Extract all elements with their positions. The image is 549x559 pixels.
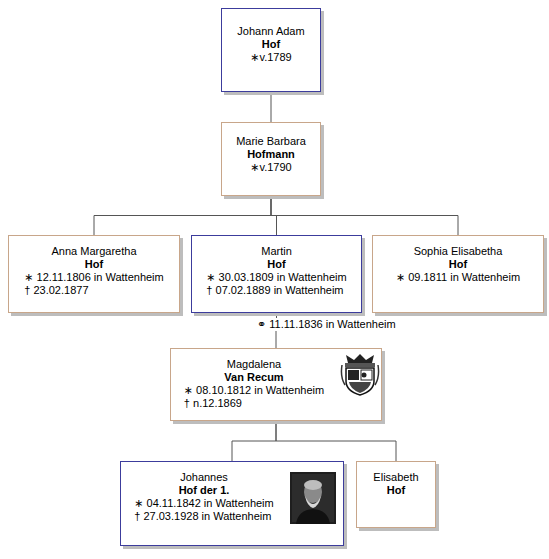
date-group: ∗ 08.10.1812 in Wattenheim† n.12.1869 (184, 384, 324, 410)
female-person-box: Anna MargarethaHof∗ 12.11.1806 in Watten… (8, 235, 180, 313)
family-connector (276, 421, 396, 461)
given-name: Johannes (121, 471, 287, 484)
surname: Hof (222, 38, 320, 51)
life-date: ∗ 09.1811 in Wattenheim (396, 271, 520, 284)
male-person-box: MartinHof∗ 30.03.1809 in Wattenheim† 07.… (191, 235, 362, 313)
life-date: ∗ 04.11.1842 in Wattenheim (134, 497, 273, 510)
family-connector (232, 421, 276, 461)
life-date: ∗v.1789 (250, 51, 291, 64)
life-date: † 27.03.1928 in Wattenheim (134, 510, 273, 523)
family-connector (271, 196, 458, 235)
portrait-photo (290, 472, 336, 524)
given-name: Anna Margaretha (9, 245, 179, 258)
surname: Hofmann (222, 148, 320, 161)
date-group: ∗ 04.11.1842 in Wattenheim† 27.03.1928 i… (134, 497, 273, 523)
life-date: ∗ 30.03.1809 in Wattenheim (206, 271, 346, 284)
surname: Hof (357, 484, 435, 497)
life-date: ∗ 08.10.1812 in Wattenheim (184, 384, 324, 397)
life-date: ∗v.1790 (250, 161, 291, 174)
date-group: ∗ 12.11.1806 in Wattenheim† 23.02.1877 (24, 271, 163, 297)
surname: Hof (192, 258, 361, 271)
family-connector (94, 196, 271, 235)
given-name: Marie Barbara (222, 135, 320, 148)
surname: Hof der 1. (121, 484, 287, 497)
life-date: ∗ 12.11.1806 in Wattenheim (24, 271, 163, 284)
female-person-box: Sophia ElisabethaHof∗ 09.1811 in Wattenh… (372, 235, 544, 313)
given-name: Elisabeth (357, 471, 435, 484)
given-name: Johann Adam (222, 25, 320, 38)
surname: Hof (373, 258, 543, 271)
marriage-label: ⚭ 11.11.1836 in Wattenheim (255, 318, 398, 331)
surname: Hof (9, 258, 179, 271)
given-name: Martin (192, 245, 361, 258)
date-group: ∗ 30.03.1809 in Wattenheim† 07.02.1889 i… (206, 271, 346, 297)
life-date: † 23.02.1877 (24, 284, 163, 297)
family-connector (271, 92, 272, 122)
coat-of-arms (340, 351, 380, 397)
date-group: ∗v.1789 (250, 51, 291, 64)
life-date: † 07.02.1889 in Wattenheim (206, 284, 346, 297)
given-name: Sophia Elisabetha (373, 245, 543, 258)
male-person-box: Johann AdamHof∗v.1789 (221, 8, 321, 92)
female-person-box: Marie BarbaraHofmann∗v.1790 (221, 122, 321, 196)
surname: Van Recum (171, 371, 337, 384)
date-group: ∗ 09.1811 in Wattenheim (396, 271, 520, 284)
female-person-box: ElisabethHof (356, 461, 436, 528)
given-name: Magdalena (171, 358, 337, 371)
life-date: † n.12.1869 (184, 397, 324, 410)
date-group: ∗v.1790 (250, 161, 291, 174)
